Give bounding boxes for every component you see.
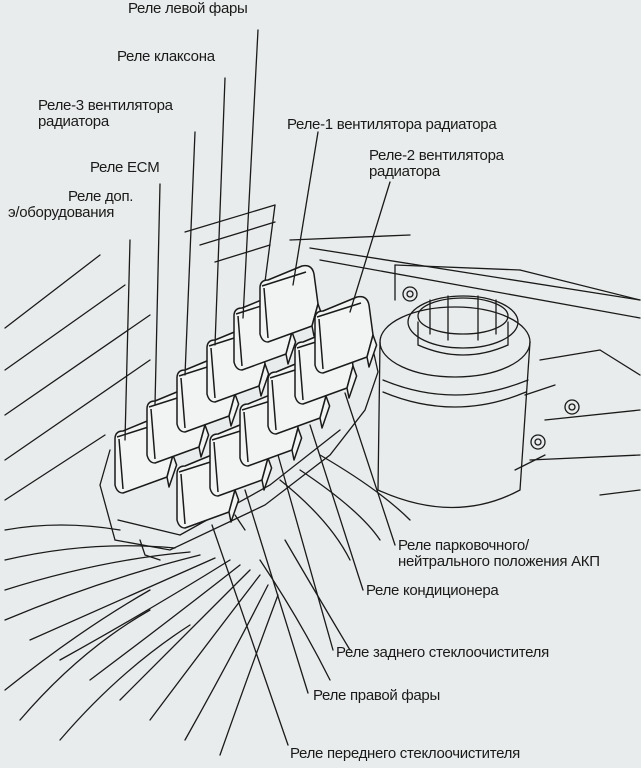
leader-right-headlight: [244, 489, 309, 694]
leader-front-wiper: [211, 524, 289, 746]
body-outline: [4, 204, 641, 501]
wiring-harness: [4, 454, 411, 756]
leader-aux-equipment: [124, 239, 131, 441]
label-radiator-fan-relay-2: Реле-2 вентилятора радиатора: [369, 148, 504, 180]
label-radiator-fan-relay-1: Реле-1 вентилятора радиатора: [287, 116, 497, 133]
leader-rear-wiper: [277, 454, 334, 651]
leader-park-neutral: [344, 392, 396, 546]
leader-horn: [214, 77, 226, 346]
leader-fan-relay-3: [184, 131, 196, 376]
label-ac-relay: Реле кондиционера: [366, 582, 499, 599]
leader-fan-relay-2: [349, 181, 391, 313]
label-rear-wiper-relay: Реле заднего стеклоочистителя: [336, 644, 549, 661]
label-aux-equipment-relay-line-1: Реле доп.: [68, 188, 134, 205]
label-radiator-fan-relay-3-line-2: радиатора: [38, 113, 109, 130]
leader-ecm: [154, 183, 161, 406]
label-park-neutral-relay-line-2: нейтрального положения АКП: [398, 553, 600, 570]
leader-fan-relay-1: [292, 131, 319, 286]
label-right-headlight-relay: Реле правой фары: [313, 687, 440, 704]
leader-left-headlight: [242, 29, 259, 319]
label-radiator-fan-relay-2-line-1: Реле-2 вентилятора: [369, 147, 504, 164]
relay-radiator-fan-1-icon: [259, 264, 323, 343]
label-horn-relay: Реле клаксона: [117, 48, 215, 65]
label-radiator-fan-relay-3: Реле-3 вентилятора радиатора: [38, 98, 173, 130]
coolant-reservoir-icon: [377, 286, 580, 509]
label-aux-equipment-relay-line-2: э/оборудования: [8, 204, 115, 221]
label-ecm-relay: Реле ECM: [90, 159, 160, 176]
label-left-headlight-relay: Реле левой фары: [128, 0, 248, 17]
relay-radiator-fan-2-icon: [314, 295, 378, 374]
leader-lines: [124, 29, 396, 746]
label-park-neutral-relay: Реле парковочного/ нейтрального положени…: [398, 538, 600, 570]
leader-ac: [309, 424, 364, 591]
label-aux-equipment-relay: Реле доп. э/оборудования: [8, 189, 133, 221]
label-park-neutral-relay-line-1: Реле парковочного/: [398, 537, 529, 554]
label-radiator-fan-relay-2-line-2: радиатора: [369, 163, 440, 180]
label-radiator-fan-relay-3-line-1: Реле-3 вентилятора: [38, 97, 173, 114]
label-front-wiper-relay: Реле переднего стеклоочистителя: [290, 745, 520, 762]
